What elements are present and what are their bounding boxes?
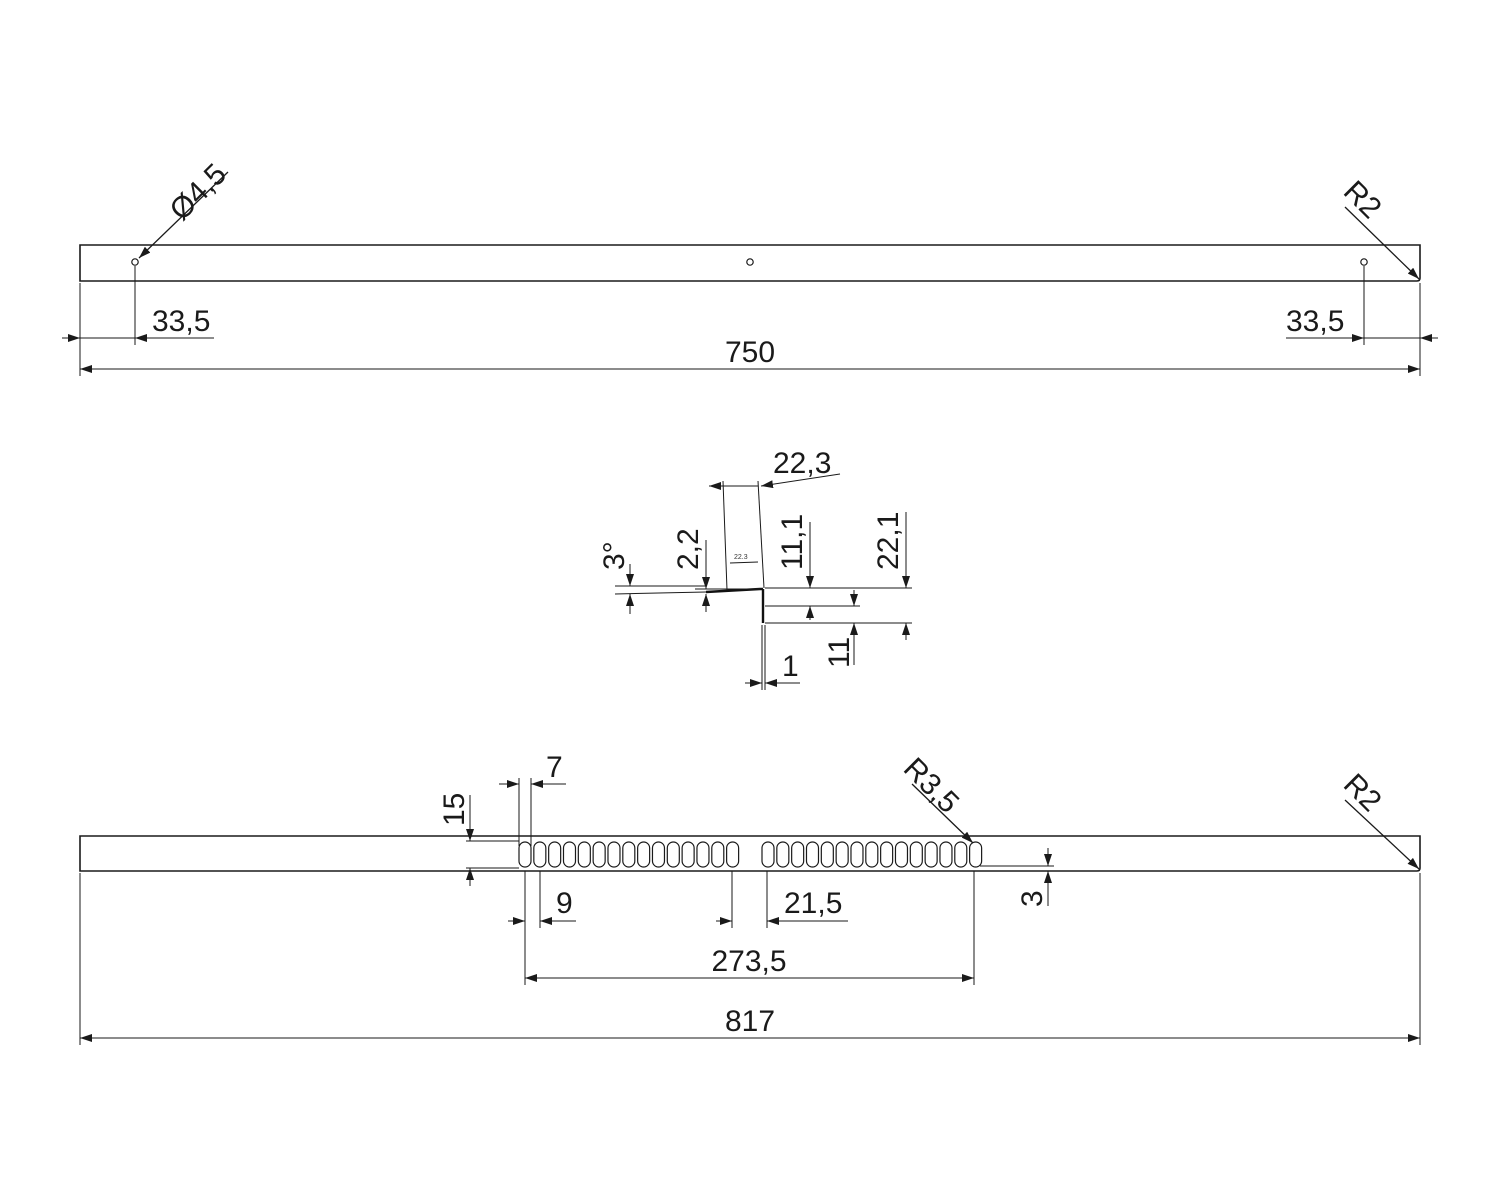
right-offset-label: 33,5 xyxy=(1286,305,1344,338)
right-mounting-hole xyxy=(1360,258,1368,266)
bottom-corner-radius-label: R2 xyxy=(1337,768,1387,818)
slot-radius-leader xyxy=(911,783,974,844)
slot-right-3 xyxy=(791,841,805,868)
field-length-label: 273,5 xyxy=(711,945,786,978)
top-view: Ø4,5 R2 33,5 33,5 750 xyxy=(62,158,1438,376)
slot-right-10 xyxy=(894,841,909,868)
slot-left-14 xyxy=(711,841,725,868)
bottom-view: 7 15 R3,5 R2 3 9 21,5 273,5 xyxy=(79,751,1421,1045)
slot-left-13 xyxy=(696,841,710,868)
bottom-strip-outline xyxy=(79,835,1421,872)
bottom-corner-radius-leader xyxy=(1344,799,1420,870)
thickness-label: 1 xyxy=(782,650,799,683)
flange-ext-left xyxy=(722,480,728,591)
flange-small-dim-line xyxy=(729,561,759,564)
angle-label: 3° xyxy=(598,541,631,570)
flange-ext-right xyxy=(757,480,765,589)
slot-left-10 xyxy=(651,841,666,868)
angle-slope-line xyxy=(614,591,707,595)
hole-diameter-leader xyxy=(138,171,229,259)
flange-width-small-label: 22.3 xyxy=(734,554,748,561)
slot-left-9 xyxy=(637,841,651,868)
slot-radius-label: R3,5 xyxy=(897,752,965,820)
total-height-label: 22,1 xyxy=(872,512,905,570)
slot-right-13 xyxy=(939,841,953,868)
slot-left-3 xyxy=(548,841,562,868)
slot-left-7 xyxy=(607,841,621,868)
upper-height-label: 11,1 xyxy=(776,514,809,570)
slot-right-9 xyxy=(880,841,894,868)
slot-right-15 xyxy=(969,841,983,868)
slot-height-label: 15 xyxy=(438,793,471,826)
gap-label: 21,5 xyxy=(784,887,842,920)
slot-width-label: 7 xyxy=(546,751,563,784)
lower-height-label: 11 xyxy=(823,637,856,668)
slot-right-2 xyxy=(776,841,790,868)
center-mounting-hole xyxy=(746,258,754,266)
slot-right-12 xyxy=(924,841,938,868)
left-offset-label: 33,5 xyxy=(152,305,210,338)
slot-right-8 xyxy=(865,841,879,868)
slot-left-1 xyxy=(518,841,532,868)
slot-group xyxy=(518,841,983,868)
slot-left-15 xyxy=(726,841,740,868)
flange-width-label: 22,3 xyxy=(773,447,831,480)
top-corner-radius-label: R2 xyxy=(1337,175,1387,225)
slot-right-1 xyxy=(761,841,775,868)
slot-right-14 xyxy=(954,841,968,868)
lip-height-label: 2,2 xyxy=(672,528,705,570)
flange-dim-leader xyxy=(760,473,841,489)
slot-left-6 xyxy=(592,841,606,868)
slot-left-8 xyxy=(622,841,636,868)
bottom-overall-label: 817 xyxy=(725,1005,775,1038)
profile-view: 22,3 22.3 3° 2,2 11,1 22,1 11 1 xyxy=(598,447,912,690)
pitch-label: 9 xyxy=(556,887,573,920)
hole-diameter-label: Ø4,5 xyxy=(164,158,233,227)
slot-left-12 xyxy=(681,841,695,868)
left-mounting-hole xyxy=(131,258,139,266)
slot-right-7 xyxy=(850,841,864,868)
slot-left-2 xyxy=(533,841,547,868)
slot-right-5 xyxy=(820,841,834,868)
edge-offset-label: 3 xyxy=(1016,890,1049,907)
slot-right-4 xyxy=(805,841,820,868)
top-corner-radius-leader xyxy=(1344,206,1420,280)
slot-right-6 xyxy=(835,841,849,868)
slot-left-4 xyxy=(562,841,577,868)
top-overall-label: 750 xyxy=(725,336,775,369)
slot-left-11 xyxy=(666,841,680,868)
slot-left-5 xyxy=(577,841,591,868)
slot-right-11 xyxy=(909,841,923,868)
